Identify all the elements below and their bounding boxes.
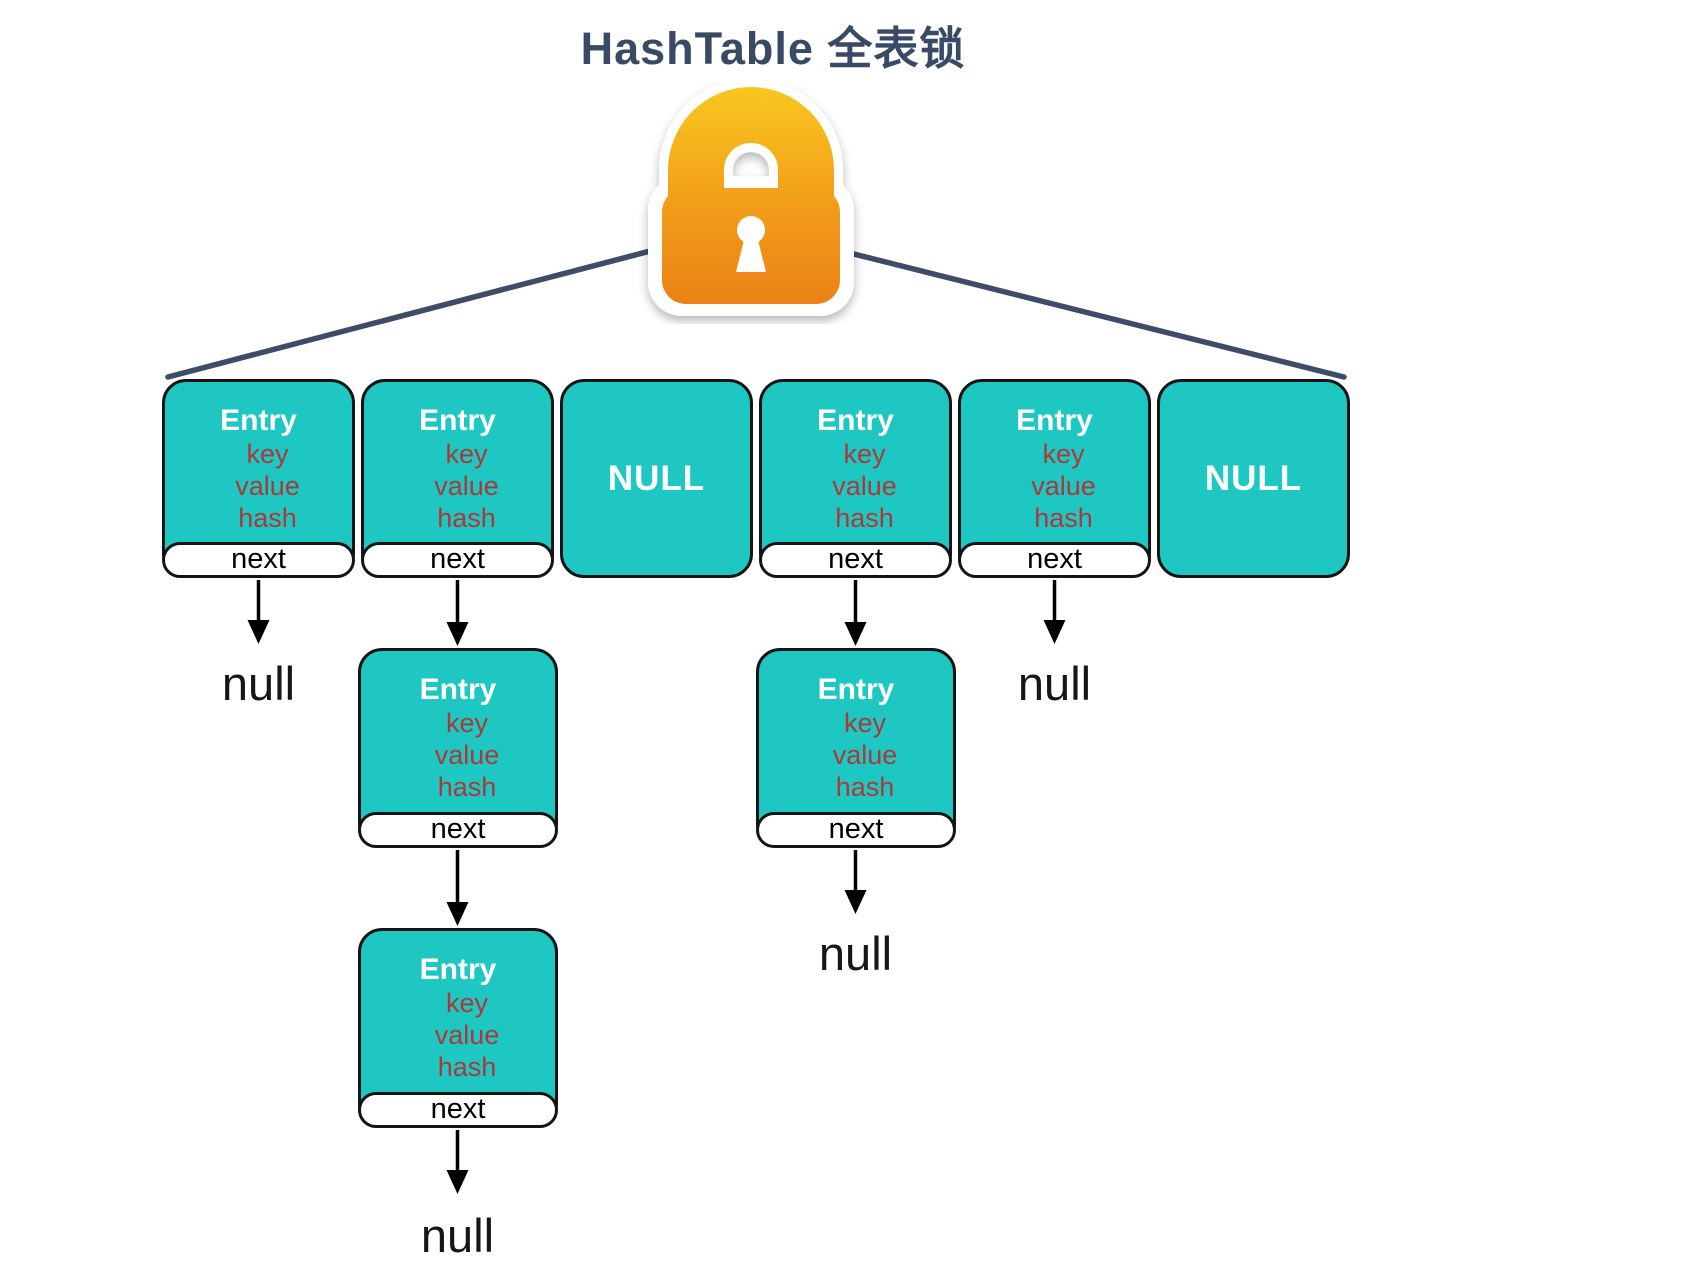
entry-field-value: value xyxy=(832,740,898,770)
entry-field-value: value xyxy=(235,471,300,501)
entry-title: Entry xyxy=(817,404,894,437)
entry-title: Entry xyxy=(220,404,297,437)
arrow-down xyxy=(446,580,469,646)
entry-field-key: key xyxy=(843,439,886,469)
entry-field-value: value xyxy=(1031,471,1096,501)
arrow-down xyxy=(1043,580,1066,644)
entry-field-hash: hash xyxy=(437,503,496,533)
next-pointer: next xyxy=(162,542,355,578)
entry-field-value: value xyxy=(434,740,500,770)
entry-field-key: key xyxy=(445,988,489,1018)
chain-end-null-label: null xyxy=(420,1209,495,1262)
lock-shackle xyxy=(668,87,834,202)
entry-field-hash: hash xyxy=(835,503,894,533)
padlock-icon xyxy=(636,78,868,329)
entry-field-value: value xyxy=(434,471,499,501)
entry-title: Entry xyxy=(419,404,496,437)
arrow-down xyxy=(446,850,469,926)
entry-field-hash: hash xyxy=(238,503,297,533)
arrow-down xyxy=(844,580,867,646)
next-pointer: next xyxy=(358,1092,558,1128)
entry-title: Entry xyxy=(419,673,497,706)
hash-bucket-null: NULL xyxy=(1157,379,1350,578)
entry-field-key: key xyxy=(843,708,887,738)
padlock-icon-svg xyxy=(648,78,854,316)
entry-field-key: key xyxy=(445,708,489,738)
entry-title: Entry xyxy=(1016,404,1093,437)
hash-bucket-null: NULL xyxy=(560,379,753,578)
entry-field-key: key xyxy=(1042,439,1085,469)
lock-to-table-left-line xyxy=(165,235,703,380)
entry-title: Entry xyxy=(419,953,497,986)
next-pointer: next xyxy=(358,812,558,848)
entry-field-key: key xyxy=(445,439,488,469)
entry-field-key: key xyxy=(246,439,289,469)
arrow-down xyxy=(446,1130,469,1194)
entry-field-value: value xyxy=(832,471,897,501)
next-pointer: next xyxy=(361,542,554,578)
entry-field-hash: hash xyxy=(437,1052,497,1082)
page-title: HashTable 全表锁 xyxy=(580,23,966,74)
arrow-down xyxy=(844,850,867,914)
next-pointer: next xyxy=(958,542,1151,578)
arrow-down xyxy=(247,580,270,644)
chain-end-null-label: null xyxy=(1017,657,1092,710)
entry-field-value: value xyxy=(434,1020,500,1050)
entry-title: Entry xyxy=(817,673,895,706)
entry-field-hash: hash xyxy=(437,772,497,802)
lock-keyhole xyxy=(736,216,766,272)
lock-to-table-right-line xyxy=(787,235,1347,380)
next-pointer: next xyxy=(759,542,952,578)
entry-field-hash: hash xyxy=(1034,503,1093,533)
entry-field-hash: hash xyxy=(835,772,895,802)
chain-end-null-label: null xyxy=(221,657,296,710)
next-arrows xyxy=(247,580,1066,1194)
chain-end-null-label: null xyxy=(818,927,893,980)
next-pointer: next xyxy=(756,812,956,848)
